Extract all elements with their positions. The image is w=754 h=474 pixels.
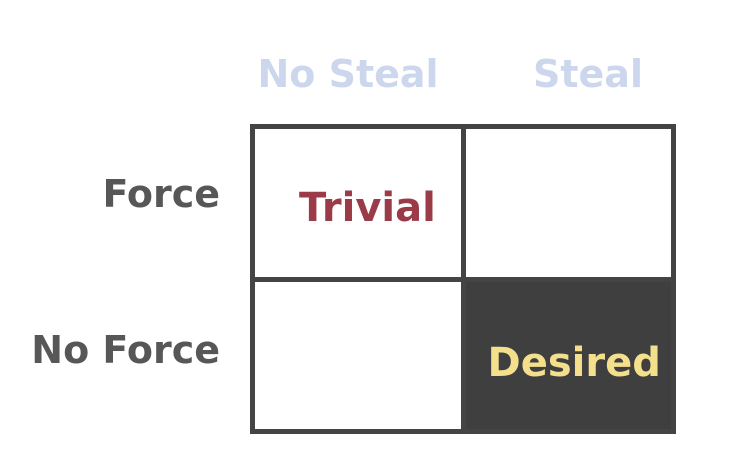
quadrant-grid: Trivial Desired	[250, 124, 676, 434]
trivial-label: Trivial	[299, 185, 436, 231]
desired-label: Desired	[487, 339, 661, 386]
cell-no-force-no-steal	[255, 281, 461, 429]
column-header-steal: Steal	[533, 52, 643, 96]
row-header-force: Force	[102, 172, 220, 216]
cell-force-steal	[465, 129, 671, 277]
cell-no-force-steal: Desired	[465, 281, 671, 429]
cell-force-no-steal: Trivial	[255, 129, 461, 277]
column-header-no-steal: No Steal	[257, 52, 439, 96]
row-header-no-force: No Force	[31, 328, 220, 372]
